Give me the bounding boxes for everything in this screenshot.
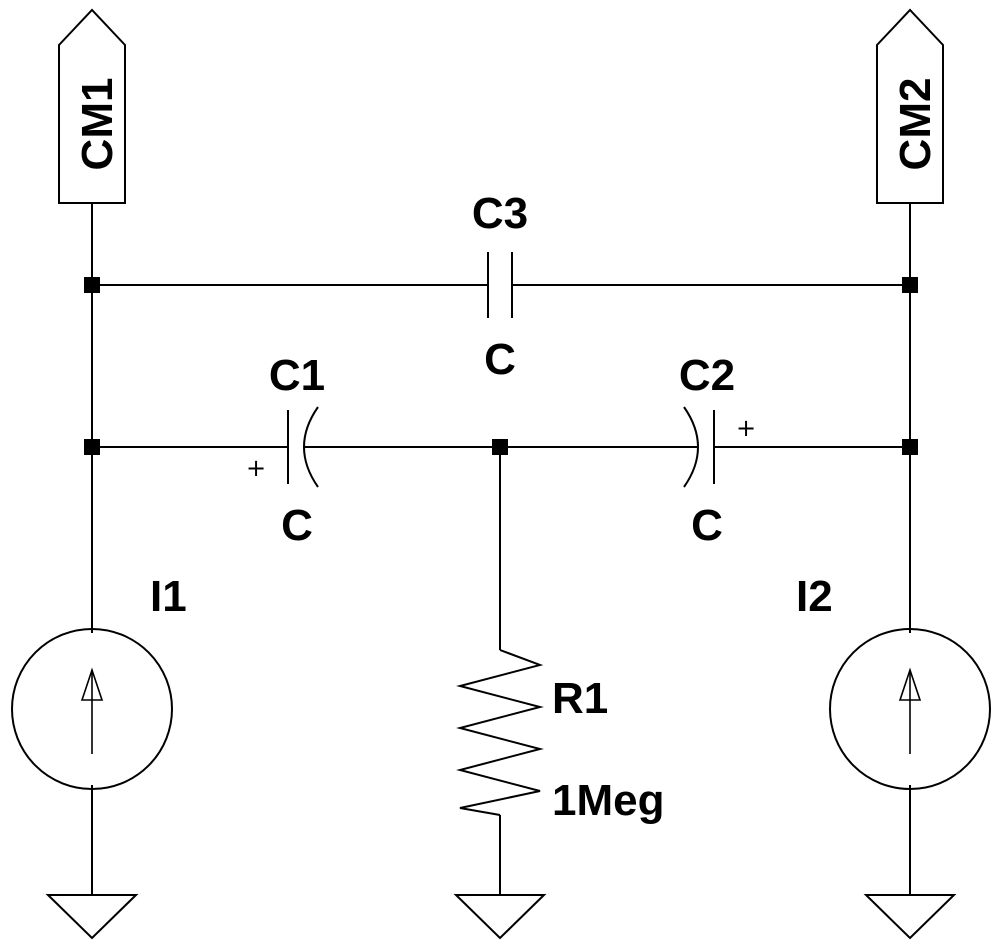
current-source-i1-name: I1 [150, 572, 187, 621]
capacitor-c2-polarity: + [736, 414, 756, 442]
capacitor-c1-polarity: + [246, 454, 266, 482]
capacitor-c1-value: C [281, 501, 313, 550]
capacitor-c2-name: C2 [679, 351, 735, 400]
net-label-cm1-text: CM1 [73, 78, 122, 171]
current-source-i2-name: I2 [796, 572, 833, 621]
resistor-r1-name: R1 [552, 674, 608, 723]
junction-dot [84, 277, 100, 293]
capacitor-c1-name: C1 [269, 351, 325, 400]
resistor-r1-value: 1Meg [552, 776, 664, 825]
capacitor-c3-name: C3 [472, 189, 528, 238]
arrow-up-icon [80, 667, 104, 701]
junctions [84, 277, 918, 455]
current-source-i2: I2 [796, 572, 991, 790]
net-label-cm2: CM2 [876, 8, 944, 204]
ground-symbols [45, 894, 957, 940]
arrow-up-icon [898, 667, 922, 701]
resistor-r1: R1 1Meg [456, 649, 664, 825]
ground-icon [863, 894, 957, 940]
capacitor-c3-value: C [484, 335, 516, 384]
junction-dot [84, 439, 100, 455]
capacitor-c3: C3 C [472, 189, 528, 384]
ground-icon [45, 894, 139, 940]
net-label-cm2-text: CM2 [891, 78, 940, 171]
capacitor-c2: + C2 C [679, 351, 756, 550]
junction-dot [902, 277, 918, 293]
net-label-cm1: CM1 [58, 8, 126, 204]
capacitor-c2-value: C [691, 501, 723, 550]
wires [91, 203, 911, 895]
ground-icon [453, 894, 547, 940]
current-source-i1: I1 [11, 572, 187, 790]
capacitor-c1: + C1 C [246, 351, 325, 550]
junction-dot [902, 439, 918, 455]
junction-dot [492, 439, 508, 455]
